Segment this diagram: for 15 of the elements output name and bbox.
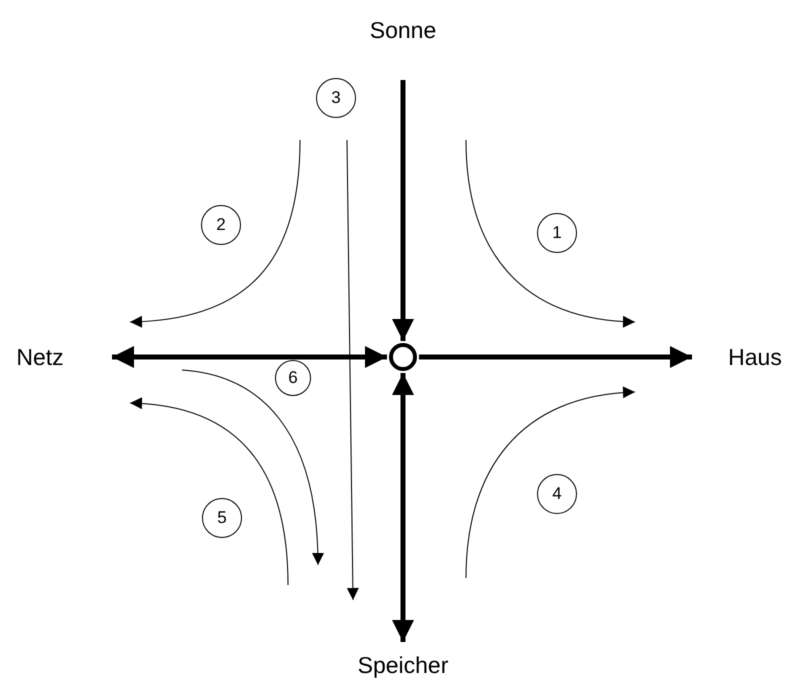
node-label: Speicher [348,650,458,680]
arrow [419,346,692,368]
node-label: Netz [5,342,75,372]
number-circle: 4 [537,474,577,514]
arrow [112,346,387,368]
number-circle: 6 [275,360,311,396]
junction-circle [389,343,417,371]
arrow [392,373,414,642]
number-circle: 5 [202,498,242,538]
node-label: Sonne [358,15,448,45]
number-circle: 1 [537,213,577,253]
arrow [392,80,414,341]
number-circle: 3 [316,78,356,118]
number-circle: 2 [201,205,241,245]
node-label: Haus [720,342,790,372]
